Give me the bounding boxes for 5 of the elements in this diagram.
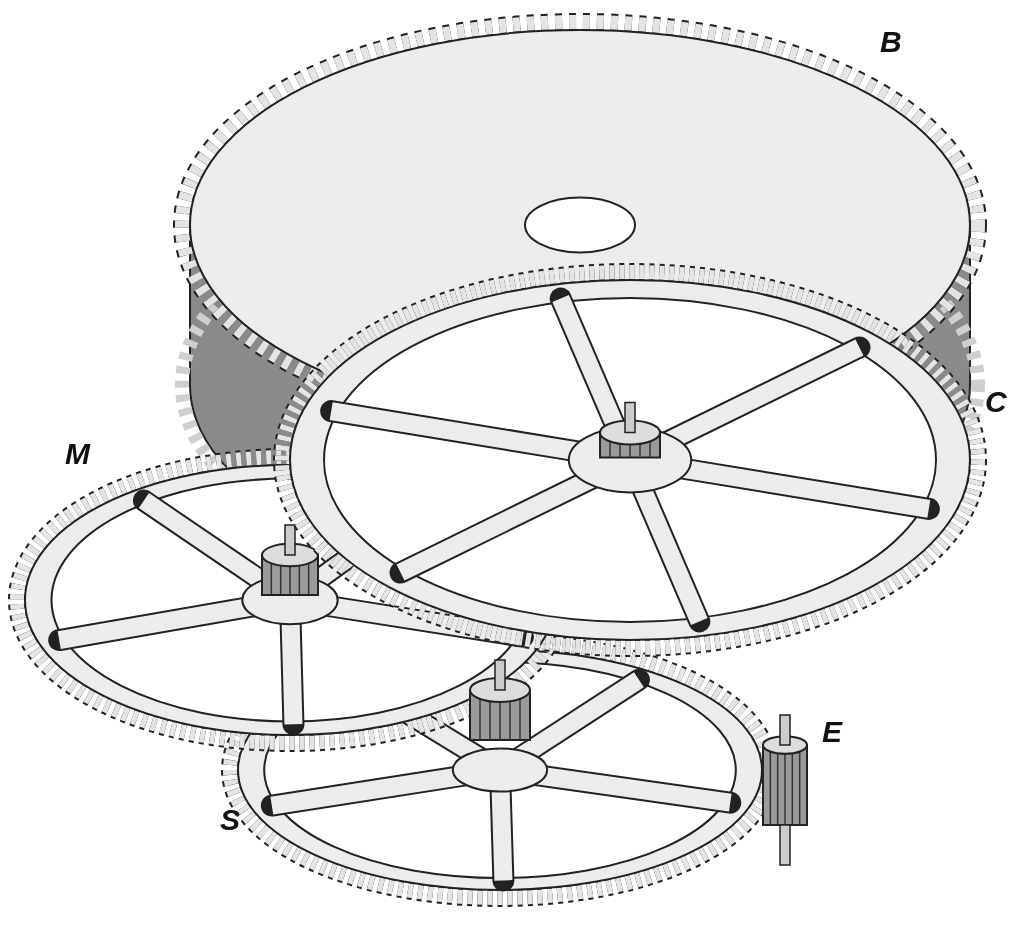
part-label: M — [65, 437, 90, 471]
part-label: E — [822, 715, 842, 749]
part-label: S — [220, 803, 240, 837]
part-label: B — [880, 25, 902, 59]
part-label: C — [985, 385, 1007, 419]
